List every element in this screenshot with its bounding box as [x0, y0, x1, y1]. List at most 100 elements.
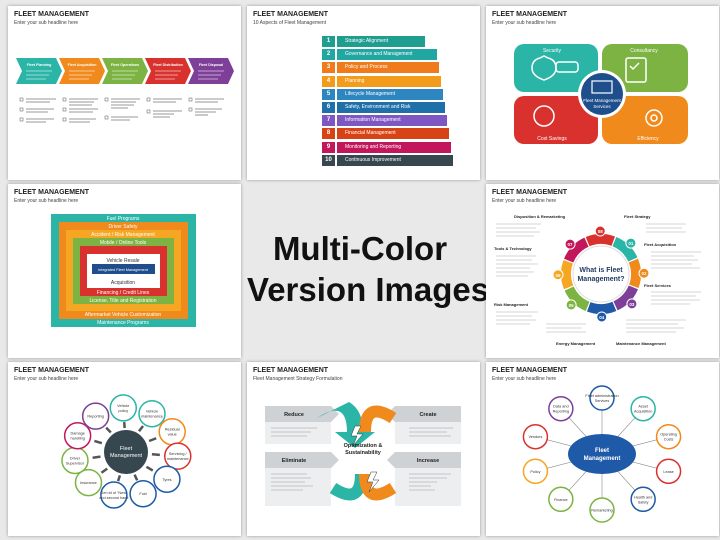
heading-line-2: Version Images — [247, 271, 490, 308]
mind-map-label: Remarketing — [591, 509, 613, 513]
mind-map-node — [522, 423, 549, 450]
svg-text:Fuel Programs: Fuel Programs — [107, 216, 140, 222]
monitor-icon — [591, 80, 613, 94]
svg-text:Eliminate: Eliminate — [282, 458, 306, 464]
segment-badge — [638, 267, 650, 279]
slide-title: FLEET MANAGEMENT — [14, 367, 90, 374]
mind-map-node — [630, 395, 656, 422]
aspect-label: Lifecycle Management — [337, 88, 443, 100]
chevron-label: Fleet Acquisition — [68, 63, 97, 67]
slide-thumbnail-7[interactable]: FLEET MANAGEMENT Enter your sub headline… — [8, 362, 241, 536]
spoke-arrow — [116, 474, 122, 482]
svg-text:Fleet Services: Fleet Services — [644, 283, 672, 288]
svg-text:Fleet Management: Fleet Management — [583, 98, 621, 103]
spoke-node — [74, 468, 103, 497]
ring-segment — [612, 237, 638, 262]
mind-map-node — [589, 385, 615, 411]
slide-subtitle: Fleet Management Strategy Formulation — [253, 376, 343, 382]
hub-center — [104, 430, 148, 474]
slide-subtitle: Enter your sub headline here — [492, 20, 557, 26]
mind-map-node — [589, 497, 615, 523]
quadrant-label: Consultancy — [630, 48, 658, 54]
spoke-arrow — [105, 426, 112, 434]
chevron-label: Fleet Planning — [27, 63, 52, 67]
slide-thumbnail-8[interactable]: FLEET MANAGEMENT Fleet Management Strate… — [247, 362, 480, 536]
mind-map-label: Services — [595, 399, 610, 403]
slide-subtitle: Enter your sub headline here — [492, 198, 557, 204]
mind-map-node — [655, 458, 682, 485]
aspect-label: Governance and Management — [337, 49, 437, 61]
chevron-process-diagram: Fleet Planning Fleet Acquisition Fleet Ope… — [16, 58, 234, 123]
spoke-label: Vehicle — [146, 410, 158, 414]
slide-subtitle: Enter your sub headline here — [14, 376, 79, 382]
svg-text:Fleet Strategy: Fleet Strategy — [624, 214, 651, 219]
aspect-number: 9 — [322, 141, 335, 153]
gear-icon — [645, 109, 663, 127]
chevron-label: Fleet Operations — [111, 63, 139, 67]
ring-segment — [628, 258, 641, 289]
mind-map-diagram: Fleet administrationServicesAssetAcquisi… — [522, 385, 682, 523]
segment-number: 07 — [568, 242, 574, 247]
spoke-label: Insurance — [80, 481, 97, 485]
svg-text:Energy Management: Energy Management — [556, 341, 596, 346]
spoke-label: maintenance — [141, 415, 163, 419]
svg-text:Optimization &: Optimization & — [344, 443, 383, 449]
svg-text:Fleet: Fleet — [120, 446, 133, 452]
svg-text:Maintenance Programs: Maintenance Programs — [97, 320, 149, 326]
aspect-label: Safety, Environment and Risk — [337, 102, 445, 113]
segment-badge — [625, 237, 637, 249]
svg-text:Maintenance Management: Maintenance Management — [616, 341, 666, 346]
svg-text:Services: Services — [593, 104, 611, 109]
slide-thumbnail-1[interactable]: FLEET MANAGEMENT Enter your sub headline… — [8, 6, 241, 180]
segment-number: 06 — [555, 273, 561, 278]
spoke-arrow — [138, 425, 144, 432]
quadrant-label: Security — [543, 48, 562, 54]
slide-thumbnail-4[interactable]: FLEET MANAGEMENT Enter your sub headline… — [8, 184, 241, 358]
mind-map-label: Safety — [638, 500, 649, 504]
quadrant-cost-savings — [514, 96, 598, 144]
svg-text:Risk Management: Risk Management — [494, 302, 529, 307]
mind-map-label: Finance — [554, 498, 568, 502]
spoke-label: Fuel — [139, 492, 147, 496]
slide-thumbnail-3[interactable]: FLEET MANAGEMENT Enter your sub headline… — [486, 6, 719, 180]
slide-thumbnail-9[interactable]: FLEET MANAGEMENT Enter your sub headline… — [486, 362, 719, 536]
segment-number: 01 — [628, 241, 634, 246]
aspect-number: 3 — [322, 62, 335, 74]
mind-map-label: Vendors — [528, 435, 542, 439]
heading-line-1: Multi-Color — [272, 230, 448, 267]
mind-map-label: Acquisition — [634, 410, 652, 414]
slide-title: FLEET MANAGEMENT — [253, 367, 329, 374]
svg-text:Disposition & Remarketing: Disposition & Remarketing — [514, 214, 566, 219]
spoke-arrow — [148, 437, 157, 443]
svg-text:Financing / Credit Lines: Financing / Credit Lines — [97, 290, 150, 296]
aspect-label: Continuous Improvement — [337, 154, 453, 166]
ring-segment — [585, 234, 616, 247]
aspect-number: 6 — [322, 102, 335, 113]
aspect-label: Planning — [337, 75, 441, 87]
aspect-label: Policy and Process — [337, 62, 439, 74]
segment-number: 03 — [629, 302, 635, 307]
slide-title: FLEET MANAGEMENT — [492, 11, 568, 18]
aspect-label: Information Management — [337, 115, 447, 127]
quadrant-consultancy — [602, 44, 688, 92]
ring-segment — [564, 286, 590, 311]
svg-text:Driver Safety: Driver Safety — [109, 224, 138, 230]
svg-text:Sustainability: Sustainability — [345, 450, 382, 456]
mind-map-label: Fleet administration — [585, 394, 618, 398]
spoke-label: Get rid of "New" — [100, 491, 128, 495]
svg-text:Acquisition: Acquisition — [111, 280, 135, 286]
svg-text:Mobile / Online Tools: Mobile / Online Tools — [100, 240, 147, 246]
slide-subtitle: 10 Aspects of Fleet Management — [253, 20, 327, 26]
mind-map-label: Health and — [634, 495, 652, 499]
spoke-node — [81, 402, 110, 430]
spoke-label: Servicing / — [169, 452, 188, 456]
slide-thumbnail-6[interactable]: FLEET MANAGEMENT Enter your sub headline… — [486, 184, 719, 358]
mind-map-node — [630, 486, 656, 513]
svg-text:Accident / Risk Management: Accident / Risk Management — [91, 232, 155, 238]
slide-thumbnail-2[interactable]: FLEET MANAGEMENT 10 Aspects of Fleet Man… — [247, 6, 480, 180]
piggy-bank-icon — [533, 105, 555, 127]
spoke-label: Residual — [165, 428, 180, 432]
ring-segment — [564, 237, 589, 263]
nested-layers-diagram: Fuel Programs Driver Safety Accident / R… — [51, 214, 196, 327]
